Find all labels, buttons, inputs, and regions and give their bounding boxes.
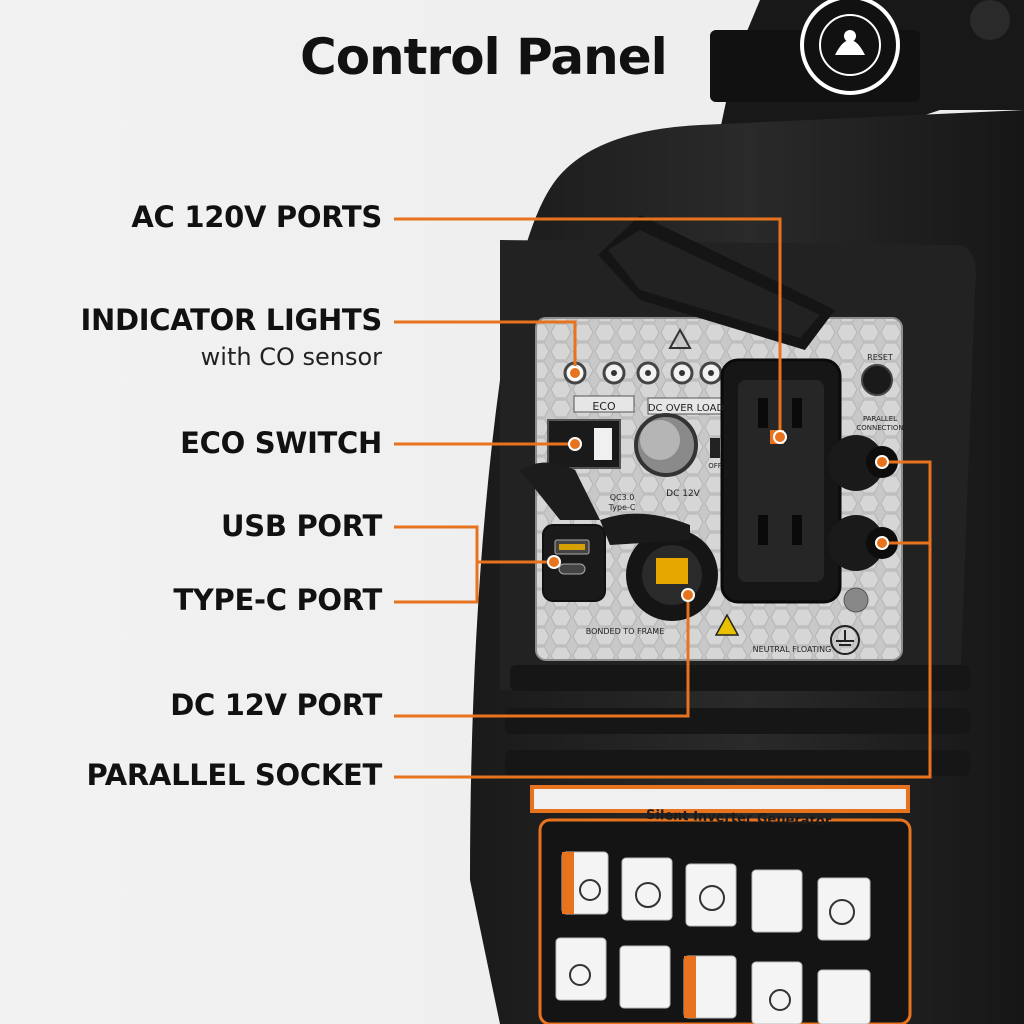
epa-seal-icon — [800, 0, 900, 95]
indicator-lights-label: INDICATOR LIGHTS — [80, 303, 383, 337]
indicator-lights — [563, 327, 723, 385]
ground-icon — [830, 625, 860, 655]
indicator-sublabel: with CO sensor — [200, 343, 382, 371]
dc-overload-label: DC OVER LOAD — [648, 403, 725, 414]
parallel-label: PARALLEL — [863, 415, 897, 423]
type-c-port-label: TYPE-C PORT — [173, 583, 382, 617]
ac-ports-label: AC 120V PORTS — [131, 200, 382, 234]
typec-panel-label: Type-C — [608, 503, 636, 512]
eco-panel-label: ECO — [592, 400, 616, 413]
parallel-socket-label: PARALLEL SOCKET — [86, 758, 382, 792]
page-title: Control Panel — [300, 28, 668, 86]
reset-button — [861, 364, 893, 396]
usb-port-label: USB PORT — [221, 509, 382, 543]
parallel-socket-top — [828, 435, 884, 491]
neutral-label: NEUTRAL FLOATING — [753, 645, 832, 654]
off-label: OFF — [708, 462, 722, 470]
bonded-label: BONDED TO FRAME — [586, 627, 665, 636]
reset-label: RESET — [867, 353, 893, 362]
callout-lines — [394, 217, 932, 779]
connection-label: CONNECTION — [856, 424, 903, 432]
dc-port-label: DC 12V PORT — [170, 688, 382, 722]
qc-label: QC3.0 — [610, 493, 635, 502]
warning-icon — [714, 613, 740, 636]
dc12v-panel-label: DC 12V — [666, 489, 701, 499]
eco-switch-label: ECO SWITCH — [180, 426, 382, 460]
parallel-socket-bottom — [828, 515, 884, 571]
